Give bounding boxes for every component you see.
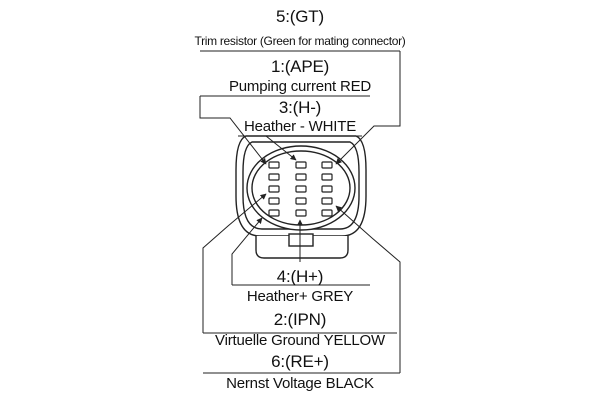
terminal-c2 <box>295 173 307 181</box>
pin-6-label: 6:(RE+) <box>271 352 329 371</box>
leader-pin-6 <box>335 205 401 373</box>
terminal-c1 <box>295 161 307 169</box>
terminal-l4 <box>268 197 280 205</box>
pin-terminals <box>268 161 333 217</box>
terminal-r3 <box>321 185 333 193</box>
leader-lines <box>199 51 401 373</box>
connector-latch-tab <box>288 233 314 247</box>
pin-2-label: 2:(IPN) <box>273 310 327 329</box>
pin-3-label: 3:(H-) <box>278 98 322 117</box>
terminal-r2 <box>321 173 333 181</box>
pin-2-description: Virtuelle Ground YELLOW <box>215 332 385 349</box>
connector-inner-outline <box>242 141 360 230</box>
terminal-r1 <box>321 161 333 169</box>
terminal-c3 <box>295 185 307 193</box>
terminal-l3 <box>268 185 280 193</box>
terminal-r4 <box>321 197 333 205</box>
terminal-l2 <box>268 173 280 181</box>
pin-4-label: 4:(H+) <box>276 267 324 286</box>
terminal-r5 <box>321 209 333 217</box>
pin-6-description: Nernst Voltage BLACK <box>226 375 374 392</box>
pin-1-description: Pumping current RED <box>228 78 372 95</box>
pin-5-description: Trim resistor (Green for mating connecto… <box>194 34 406 48</box>
leader-pin-4 <box>231 217 263 285</box>
pin-5-label: 5:(GT) <box>276 7 324 26</box>
pin-3-description: Heather - WHITE <box>243 118 357 135</box>
leader-pin-2 <box>202 193 267 333</box>
terminal-l1 <box>268 161 280 169</box>
leader-pin-5 <box>335 51 401 165</box>
leader-pin-1 <box>199 96 267 165</box>
terminal-c5 <box>295 209 307 217</box>
connector-body <box>235 135 367 259</box>
pin-1-label: 1:(APE) <box>270 57 330 76</box>
terminal-c4 <box>295 197 307 205</box>
connector-latch-base <box>255 236 349 259</box>
leader-pin-3 <box>242 135 297 161</box>
terminal-l5 <box>268 209 280 217</box>
pin-4-description: Heather+ GREY <box>246 288 354 305</box>
